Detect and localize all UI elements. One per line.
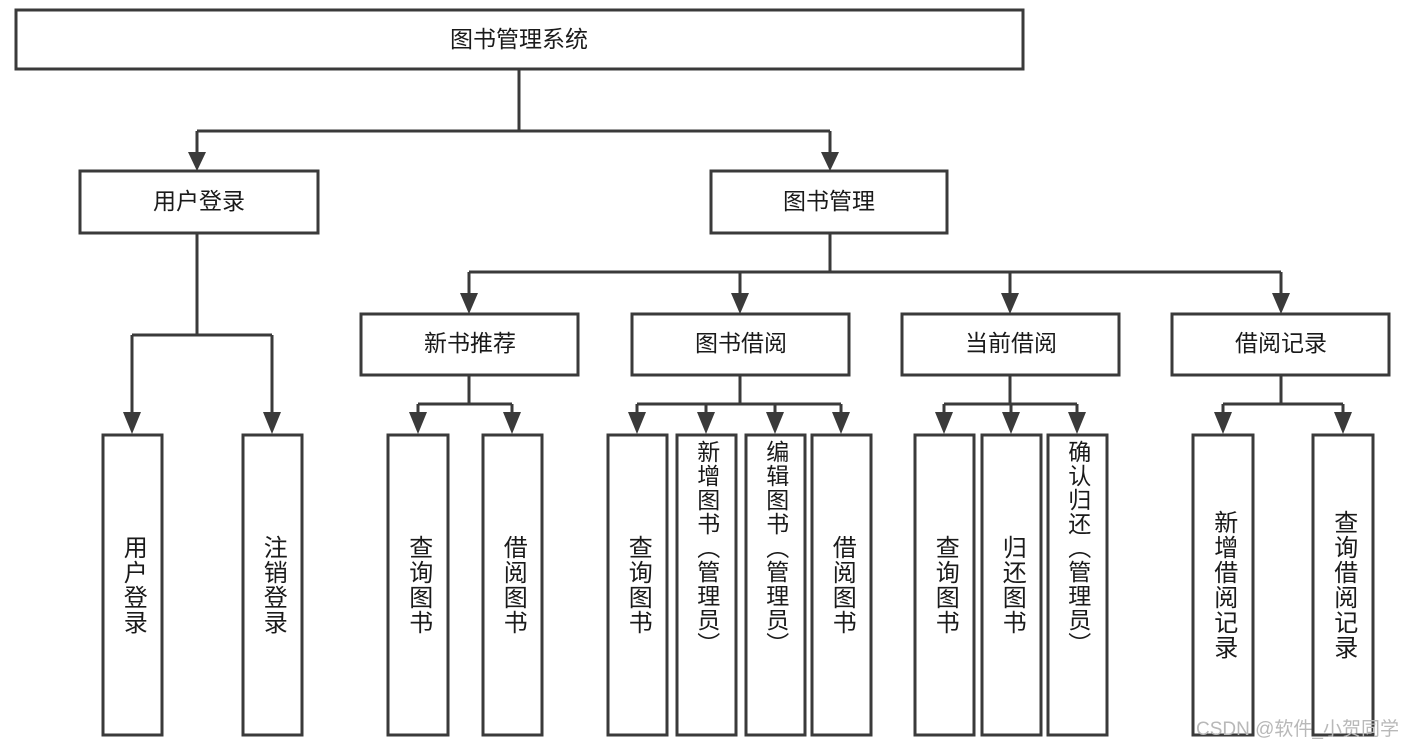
node-book-management-box[interactable]	[709, 169, 949, 235]
node-book-borrow-box[interactable]	[630, 312, 851, 377]
node-root-label: 图书管理系统	[450, 26, 588, 52]
arrow-bookmgmt-to-bookborrow	[731, 293, 749, 314]
leaf-return-book-box[interactable]	[980, 433, 1043, 737]
node-borrow-record-box[interactable]	[1170, 312, 1391, 377]
leaf-add-record-box[interactable]	[1191, 433, 1255, 737]
node-user-login[interactable]: 用户登录	[78, 169, 320, 235]
node-current-borrow-label: 当前借阅	[965, 330, 1057, 356]
node-root-box[interactable]	[14, 8, 1025, 71]
arrow-newbook-leaf-2	[503, 412, 521, 434]
node-new-book-recommend-box[interactable]	[359, 312, 580, 377]
leaf-user-login-box[interactable]	[101, 433, 164, 737]
node-user-login-label: 用户登录	[153, 188, 245, 214]
leaf-logout-login-box[interactable]	[241, 433, 304, 737]
arrow-currentborrow-leaf-2	[1002, 412, 1020, 434]
arrow-bookmgmt-to-newbook	[460, 293, 478, 314]
node-user-login-box[interactable]	[78, 169, 320, 235]
node-borrow-record-label: 借阅记录	[1235, 330, 1327, 356]
arrow-currentborrow-leaf-3	[1068, 412, 1086, 434]
leaf-query-book-3-box[interactable]	[913, 433, 976, 737]
leaf-query-record-box[interactable]	[1311, 433, 1375, 737]
arrow-bookborrow-leaf-4	[832, 412, 850, 434]
arrow-bookmgmt-to-borrowrecord	[1272, 293, 1290, 314]
arrow-bookborrow-leaf-1	[628, 412, 646, 434]
node-current-borrow[interactable]: 当前借阅	[900, 312, 1121, 377]
arrow-bookborrow-leaf-3	[766, 412, 784, 434]
node-current-borrow-box[interactable]	[900, 312, 1121, 377]
leaf-query-book-1-box[interactable]	[386, 433, 450, 737]
arrow-bookmgmt-to-currentborrow	[1001, 293, 1019, 314]
arrow-userlogin-leaf-2	[263, 412, 281, 434]
leaf-query-book-2-box[interactable]	[606, 433, 669, 737]
arrow-userlogin-leaf-1	[123, 412, 141, 434]
node-book-borrow[interactable]: 图书借阅	[630, 312, 851, 377]
arrow-currentborrow-leaf-1	[935, 412, 953, 434]
node-book-management-label: 图书管理	[783, 188, 875, 214]
node-book-management[interactable]: 图书管理	[709, 169, 949, 235]
node-borrow-record[interactable]: 借阅记录	[1170, 312, 1391, 377]
leaf-borrow-book-1-box[interactable]	[481, 433, 544, 737]
connector-group	[123, 69, 1352, 434]
arrow-newbook-leaf-1	[409, 412, 427, 434]
leaf-confirm-return-box[interactable]	[1046, 433, 1109, 737]
node-new-book-recommend[interactable]: 新书推荐	[359, 312, 580, 377]
leaf-add-book-box[interactable]	[675, 433, 738, 737]
arrow-borrowrecord-leaf-2	[1334, 412, 1352, 434]
arrow-borrowrecord-leaf-1	[1214, 412, 1232, 434]
node-root[interactable]: 图书管理系统	[14, 8, 1025, 71]
arrow-root-to-user-login	[188, 152, 206, 171]
node-book-borrow-label: 图书借阅	[695, 330, 787, 356]
leaf-borrow-book-2-box[interactable]	[810, 433, 873, 737]
arrow-root-to-book-management	[821, 152, 839, 171]
leaf-boxes-group	[101, 433, 1375, 737]
node-new-book-recommend-label: 新书推荐	[424, 330, 516, 356]
leaf-edit-book-box[interactable]	[744, 433, 807, 737]
arrow-bookborrow-leaf-2	[697, 412, 715, 434]
